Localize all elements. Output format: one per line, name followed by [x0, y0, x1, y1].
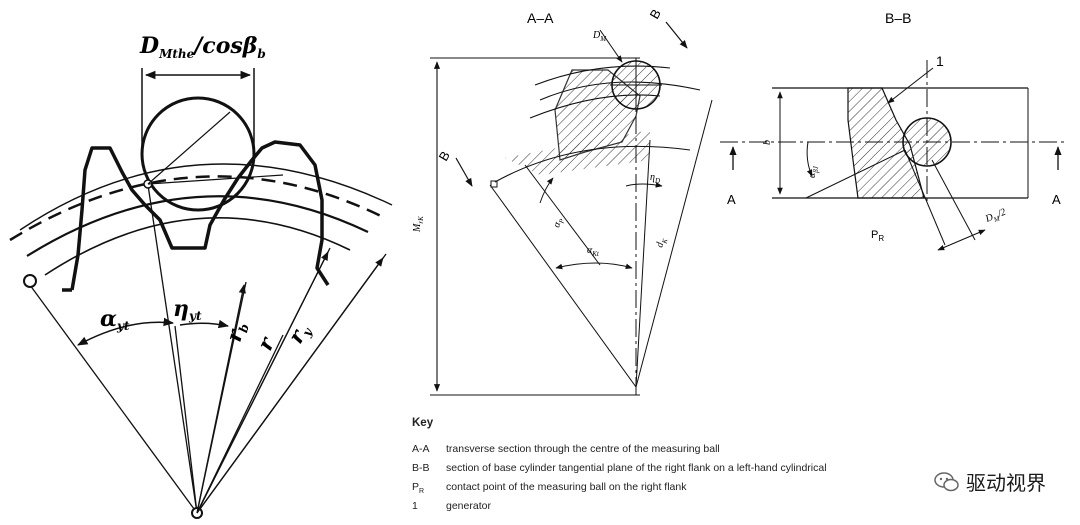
width-b-label: b: [762, 140, 773, 145]
key-row: A-A transverse section through the centre…: [412, 440, 912, 459]
key-row: PR contact point of the measuring ball on…: [412, 478, 912, 497]
eta-yt-label: ηyt: [173, 296, 202, 323]
section-aa-title: A–A: [527, 10, 554, 26]
key-title: Key: [412, 417, 434, 429]
measuring-ball: [140, 96, 256, 212]
eta-d-label: ηD: [650, 172, 660, 185]
pr-label: PR: [871, 229, 884, 243]
ry-label: ry: [283, 318, 316, 348]
section-a-letter-right: A: [1052, 192, 1061, 207]
callout-1: 1: [936, 53, 944, 69]
watermark-text: 驱动视界: [966, 471, 1046, 495]
section-aa-figure: [430, 21, 713, 396]
alpha-beta-label: αβJ: [807, 165, 820, 178]
formula-label: DMthe/cosβb: [139, 33, 266, 61]
height-label: MrK: [412, 216, 425, 233]
dk-label: dK: [654, 236, 669, 249]
left-gear-figure: [9, 68, 393, 519]
key-text: section of base cylinder tangential plan…: [446, 462, 827, 474]
alpha-arc: [77, 317, 175, 346]
alpha-yt-label: αyt: [100, 306, 130, 333]
key-legend: Key A-A transverse section through the ce…: [412, 417, 912, 516]
section-bb-figure: [720, 60, 1065, 251]
left-end-point: [23, 274, 37, 288]
key-text: generator: [446, 500, 491, 512]
hatched-section: [847, 87, 925, 199]
key-code: A-A: [412, 443, 430, 455]
dm-half-label: DM/2: [983, 207, 1008, 227]
wechat-icon: [934, 471, 959, 491]
rb-label: rb: [221, 319, 252, 345]
key-row: B-B section of base cylinder tangential p…: [412, 459, 912, 478]
section-b-letter-top: B: [647, 6, 664, 21]
alpha-p-label: αP: [551, 216, 566, 229]
key-text: contact point of the measuring ball on t…: [446, 481, 687, 493]
section-bb-title: B–B: [885, 10, 911, 26]
section-a-letter-left: A: [727, 192, 736, 207]
alpha-kt-label: αKt: [587, 245, 600, 258]
key-code: 1: [412, 500, 418, 512]
dm-label: DM: [592, 30, 607, 43]
key-text: transverse section through the centre of…: [446, 443, 720, 455]
tooth-profiles: [62, 140, 330, 292]
key-code: PR: [412, 481, 425, 496]
section-b-letter-left: B: [436, 148, 453, 163]
watermark: 驱动视界: [934, 467, 1046, 496]
key-row: 1 generator: [412, 497, 912, 516]
eta-arc: [179, 319, 230, 329]
r-label: r: [252, 332, 280, 354]
key-code: B-B: [412, 462, 430, 474]
